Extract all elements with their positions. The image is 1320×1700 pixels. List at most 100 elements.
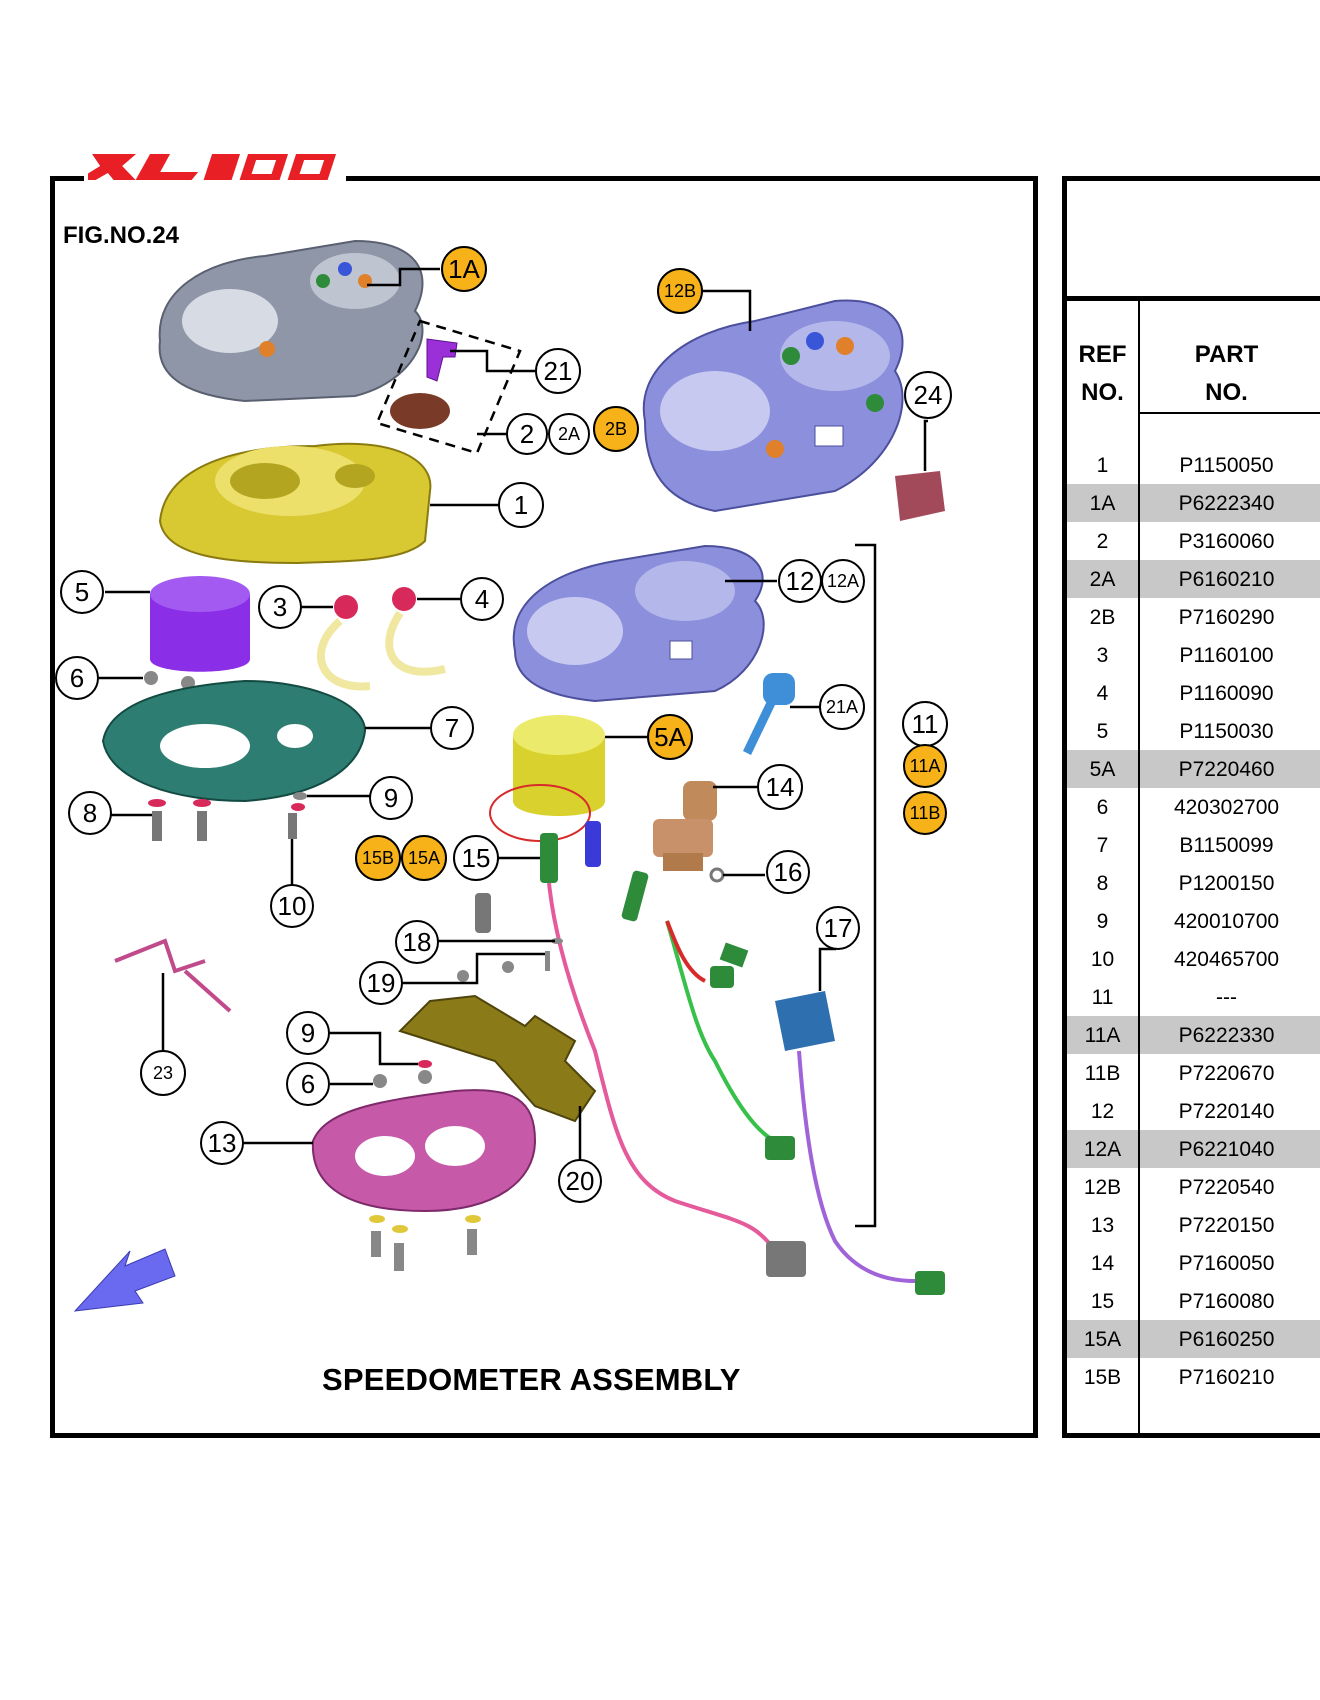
row-divider bbox=[1138, 1016, 1140, 1054]
callout-3: 3 bbox=[273, 592, 287, 622]
part-no-cell: P6160250 bbox=[1178, 1328, 1275, 1351]
callout-6-upper: 6 bbox=[70, 663, 84, 693]
ref-no-cell: 11B bbox=[1084, 1062, 1121, 1085]
row-divider bbox=[1138, 1168, 1140, 1206]
part-24-cap bbox=[895, 471, 945, 521]
part-no-cell: P6222330 bbox=[1178, 1024, 1275, 1047]
callout-12b: 12B bbox=[664, 281, 696, 301]
part-no-cell: P1200150 bbox=[1178, 872, 1275, 895]
wiring-harness bbox=[547, 882, 916, 1283]
callout-9-lower: 9 bbox=[301, 1018, 315, 1048]
part-no-cell: P7160210 bbox=[1178, 1366, 1275, 1389]
frame-top-right bbox=[346, 176, 1038, 181]
key-21a bbox=[743, 673, 795, 755]
speedometer-5 bbox=[150, 576, 250, 672]
mounting-bracket-20 bbox=[398, 994, 597, 1123]
row-divider bbox=[1138, 902, 1140, 940]
ref-no-cell: 6 bbox=[1096, 796, 1109, 819]
table-row: 10 420465700 bbox=[1067, 940, 1320, 978]
row-divider bbox=[1138, 446, 1140, 484]
part-no-cell: P6160210 bbox=[1178, 568, 1275, 591]
ref-no-cell: 2A bbox=[1089, 568, 1116, 591]
row-divider bbox=[1138, 1054, 1140, 1092]
callout-4: 4 bbox=[475, 584, 489, 614]
washer-nut-lower bbox=[373, 1060, 432, 1088]
row-divider bbox=[1138, 788, 1140, 826]
part-no-cell: 420465700 bbox=[1173, 948, 1280, 971]
xl100-logo bbox=[88, 154, 337, 180]
ref-no-cell: 15 bbox=[1090, 1290, 1115, 1313]
ref-no-cell: 15A bbox=[1083, 1328, 1122, 1351]
table-row: 2B P7160290 bbox=[1067, 598, 1320, 636]
row-divider bbox=[1138, 978, 1140, 1016]
callout-15: 15 bbox=[462, 843, 491, 873]
ref-no-cell: 7 bbox=[1096, 834, 1109, 857]
base-plate-7 bbox=[101, 679, 367, 803]
fwd-arrow bbox=[73, 1248, 176, 1312]
row-divider bbox=[1138, 1244, 1140, 1282]
part-no-cell: P6222340 bbox=[1178, 492, 1275, 515]
row-divider bbox=[1138, 750, 1140, 788]
wire-end-connectors bbox=[710, 966, 945, 1295]
row-divider bbox=[1138, 1130, 1140, 1168]
table-row: 15 P7160080 bbox=[1067, 1282, 1320, 1320]
row-divider bbox=[1138, 712, 1140, 750]
speedometer-5a bbox=[489, 715, 605, 842]
header-ref-line2: NO. bbox=[1081, 379, 1124, 406]
meter-housing-1a bbox=[158, 239, 424, 403]
screws-lower bbox=[369, 1215, 481, 1271]
table-row: 12A P6221040 bbox=[1067, 1130, 1320, 1168]
meter-housing-12b bbox=[642, 299, 904, 513]
row-divider bbox=[1138, 826, 1140, 864]
callout-6-lower: 6 bbox=[301, 1069, 315, 1099]
callout-1a: 1A bbox=[448, 254, 480, 284]
callout-20: 20 bbox=[566, 1166, 595, 1196]
ref-no-cell: 8 bbox=[1096, 872, 1109, 895]
part-no-cell: P7220150 bbox=[1178, 1214, 1275, 1237]
callout-12: 12 bbox=[786, 566, 815, 596]
connectors-15 bbox=[475, 821, 649, 933]
ref-no-cell: 2B bbox=[1089, 606, 1116, 629]
part-no-cell: P7220140 bbox=[1178, 1100, 1275, 1123]
callout-24: 24 bbox=[914, 380, 943, 410]
callout-16: 16 bbox=[774, 857, 803, 887]
ref-no-cell: 12 bbox=[1090, 1100, 1115, 1123]
callout-11a: 11A bbox=[910, 756, 941, 776]
callout-9-upper: 9 bbox=[384, 783, 398, 813]
part-no-cell: P6221040 bbox=[1178, 1138, 1275, 1161]
dashed-group-box bbox=[375, 319, 522, 455]
callout-7: 7 bbox=[445, 713, 459, 743]
ignition-switch-14 bbox=[653, 781, 717, 871]
ref-no-cell: 14 bbox=[1090, 1252, 1115, 1275]
table-row: 8 P1200150 bbox=[1067, 864, 1320, 902]
ref-no-cell: 1A bbox=[1089, 492, 1116, 515]
assembly-title: SPEEDOMETER ASSEMBLY bbox=[322, 1362, 741, 1397]
part-no-cell: P7220460 bbox=[1178, 758, 1275, 781]
table-row: 15A P6160250 bbox=[1067, 1320, 1320, 1358]
part-no-cell: P7160080 bbox=[1178, 1290, 1275, 1313]
row-divider bbox=[1138, 864, 1140, 902]
ref-no-cell: 10 bbox=[1090, 948, 1115, 971]
callout-12a: 12A bbox=[827, 571, 859, 591]
part-no-cell: P7160290 bbox=[1178, 606, 1275, 629]
frame-top-left bbox=[50, 176, 84, 181]
part-no-cell: B1150099 bbox=[1179, 834, 1274, 857]
row-divider bbox=[1138, 598, 1140, 636]
speedometer-exploded-diagram: .cw { fill:#ffffff; stroke:#000; stroke-… bbox=[55, 239, 952, 1312]
ref-no-cell: 12A bbox=[1083, 1138, 1122, 1161]
ref-no-cell: 11A bbox=[1084, 1024, 1121, 1047]
callout-17: 17 bbox=[824, 913, 853, 943]
table-row: 12 P7220140 bbox=[1067, 1092, 1320, 1130]
ref-no-cell: 9 bbox=[1096, 910, 1109, 933]
callout-18: 18 bbox=[403, 927, 432, 957]
row-divider bbox=[1138, 940, 1140, 978]
bulb-4 bbox=[385, 587, 446, 676]
callout-21: 21 bbox=[544, 356, 573, 386]
row-divider bbox=[1138, 1320, 1140, 1358]
